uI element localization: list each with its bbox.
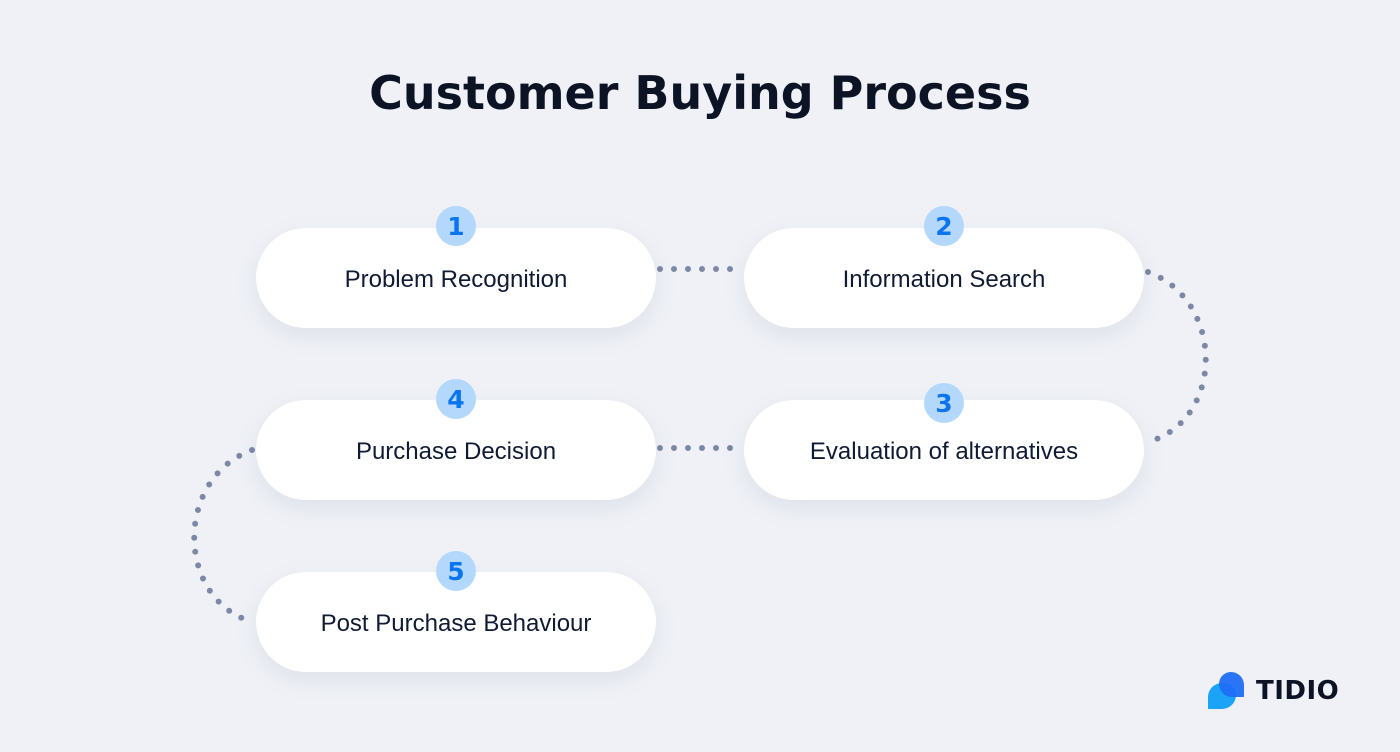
- chat-bubbles-icon: [1206, 671, 1248, 711]
- step-number-badge-2: 2: [924, 206, 964, 246]
- page-title: Customer Buying Process: [369, 66, 1031, 120]
- step-label: Purchase Decision: [355, 438, 557, 465]
- step-label: Evaluation of alternatives: [809, 438, 1079, 465]
- logo-text: TIDIO: [1256, 676, 1340, 706]
- step-label: Problem Recognition: [344, 266, 568, 293]
- step-label: Post Purchase Behaviour: [320, 610, 592, 637]
- step-number-badge-5: 5: [436, 551, 476, 591]
- connector-2-3: [1145, 269, 1209, 445]
- step-label: Information Search: [842, 266, 1046, 293]
- step-number-badge-3: 3: [924, 383, 964, 423]
- connector-4-5: [191, 447, 255, 625]
- tidio-logo: TIDIO: [1206, 671, 1339, 711]
- step-number-badge-4: 4: [436, 379, 476, 419]
- step-number-badge-1: 1: [436, 206, 476, 246]
